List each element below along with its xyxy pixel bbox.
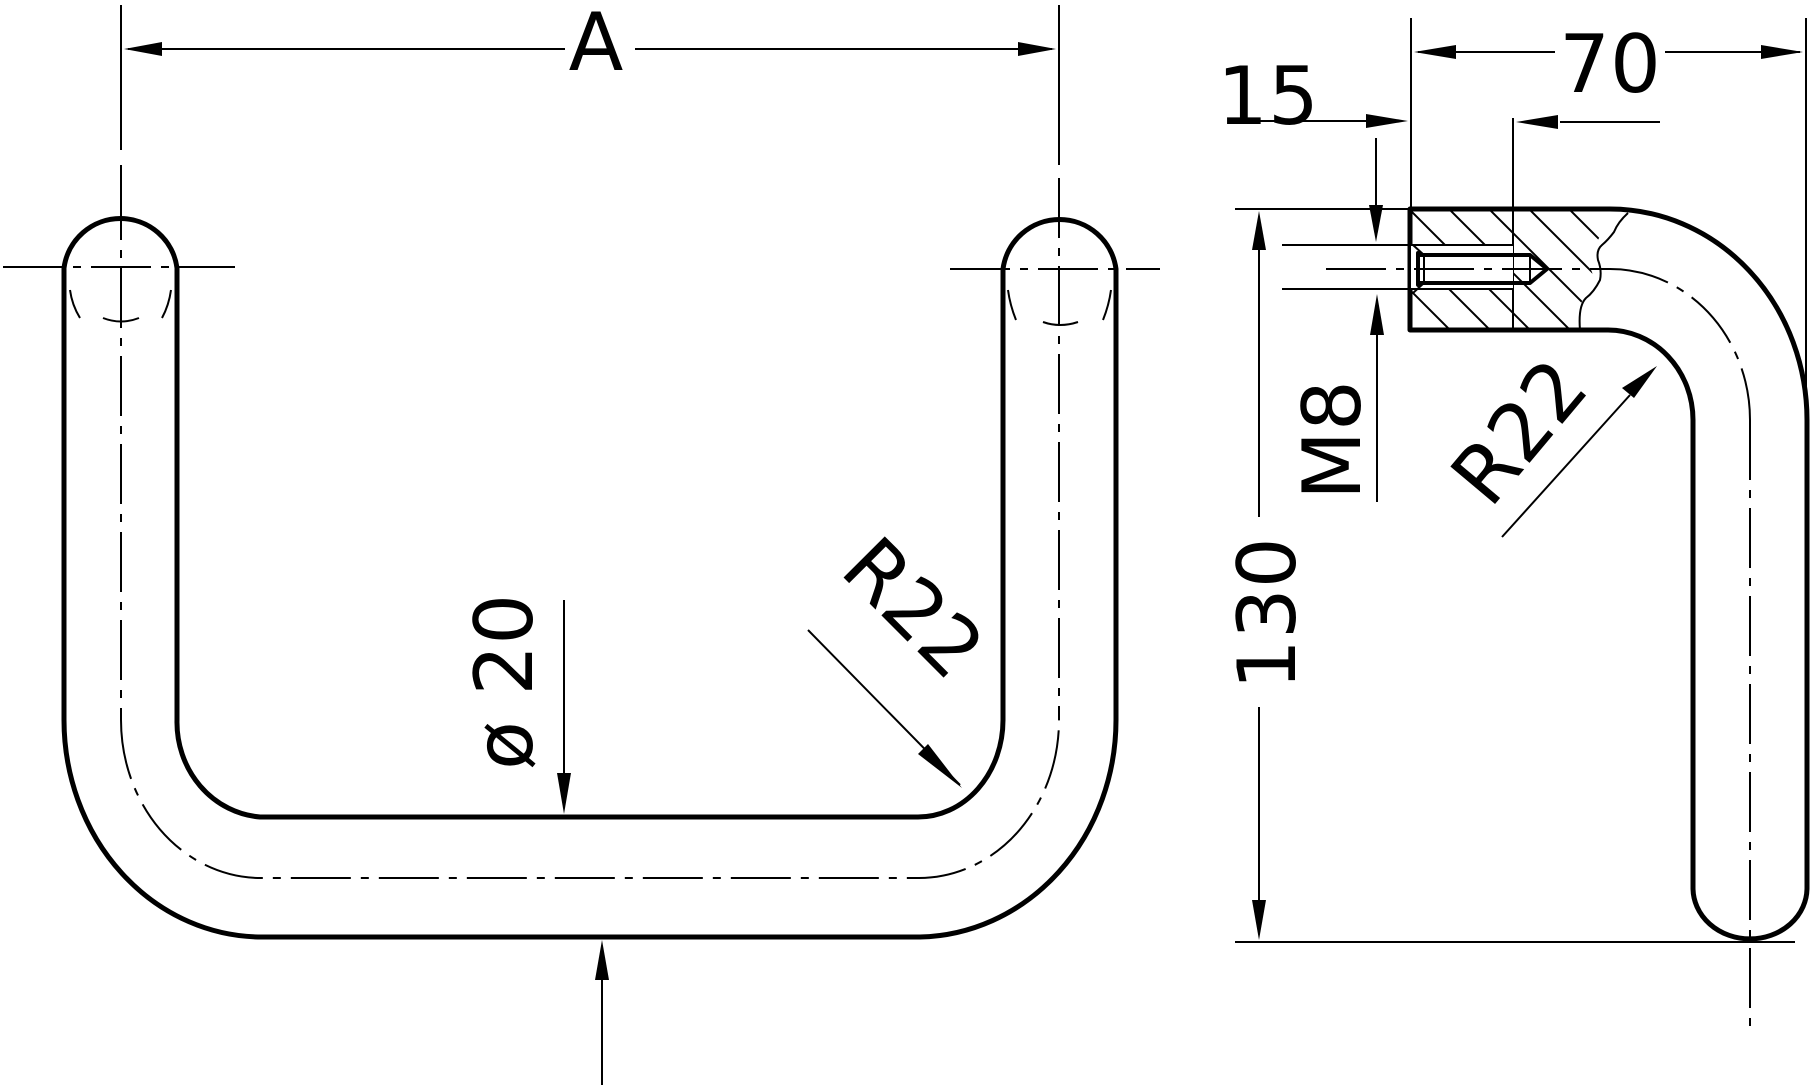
break-line <box>1578 212 1629 331</box>
dimension-a: A <box>120 0 1060 186</box>
diameter-dimension: ø 20 <box>458 594 609 1085</box>
u-outer-outline <box>61 216 1119 940</box>
dimension-70: 70 <box>1410 18 1807 420</box>
side-bend-centerline <box>1609 268 1751 421</box>
height-label: 130 <box>1221 537 1314 690</box>
offset-label: 15 <box>1217 50 1319 143</box>
front-view: A ø 20 R22 <box>3 0 1160 1085</box>
side-radius-dimension: R22 <box>1433 342 1657 538</box>
side-outer-outline <box>1407 206 1810 942</box>
dimension-m8: M8 <box>1286 138 1384 502</box>
thread-label: M8 <box>1286 380 1379 500</box>
u-bottom-centerline <box>120 719 1060 880</box>
depth-label: 70 <box>1559 18 1661 111</box>
front-radius-label: R22 <box>825 520 1002 697</box>
side-radius-label: R22 <box>1433 342 1605 522</box>
diameter-label: ø 20 <box>458 594 551 770</box>
dimension-130: 130 <box>1221 208 1795 943</box>
side-view: 70 15 <box>1217 18 1810 1032</box>
dimension-a-label: A <box>569 0 624 89</box>
dimension-15: 15 <box>1217 50 1660 330</box>
front-radius-dimension: R22 <box>807 520 1002 788</box>
